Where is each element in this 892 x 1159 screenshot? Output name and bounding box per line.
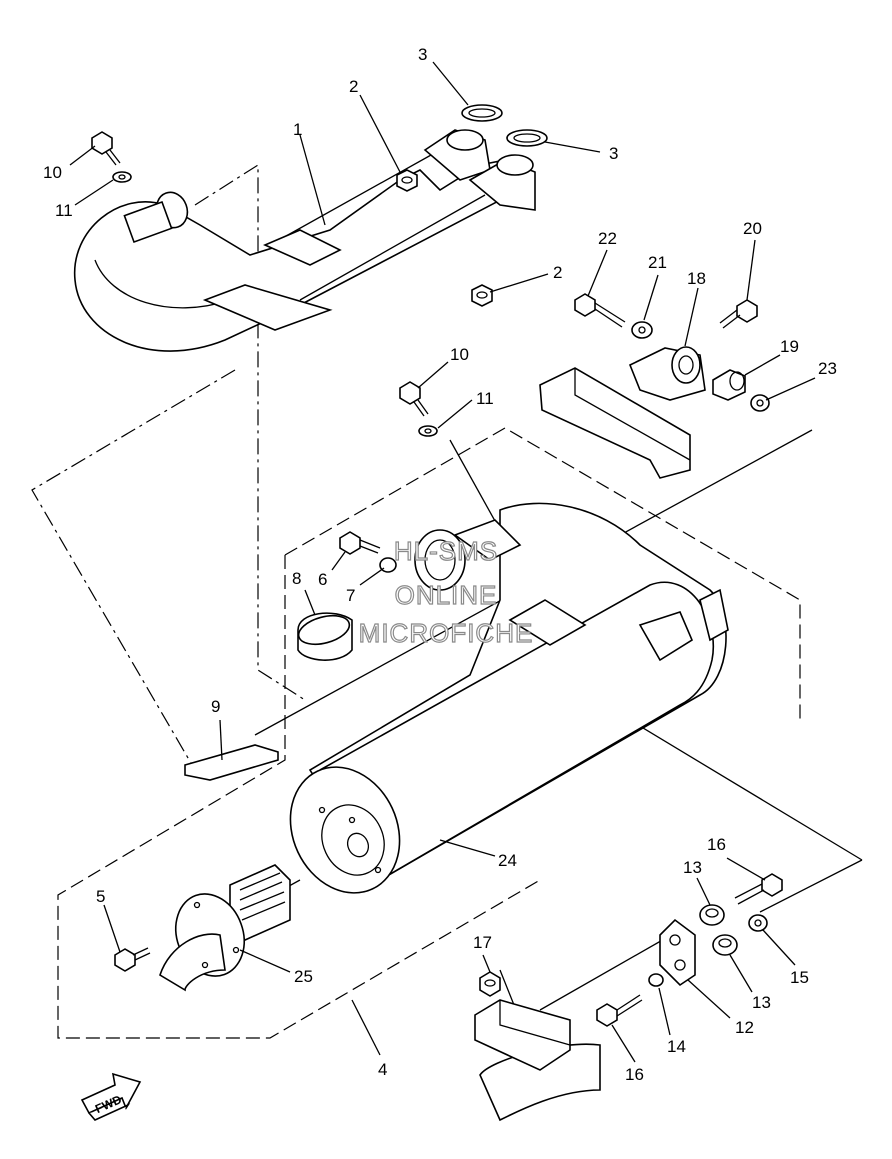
bolt-22 xyxy=(574,293,626,328)
callout-17: 17 xyxy=(473,933,492,952)
callout-4: 4 xyxy=(378,1060,387,1079)
exhaust-pipe xyxy=(73,129,536,352)
callout-labels: 1 2 2 3 3 4 5 6 7 8 9 10 10 11 11 12 13 … xyxy=(43,45,837,1084)
bolt-6 xyxy=(339,531,381,555)
assembly-outline-pipe xyxy=(194,163,306,701)
bolt-5 xyxy=(114,947,151,972)
callout-6: 6 xyxy=(318,570,327,589)
callout-14: 14 xyxy=(667,1037,686,1056)
clamp xyxy=(414,519,522,591)
callout-16: 16 xyxy=(625,1065,644,1084)
gasket-8 xyxy=(297,612,353,661)
callout-3: 3 xyxy=(418,45,427,64)
collar-13b xyxy=(712,934,738,956)
callout-20: 20 xyxy=(743,219,762,238)
callout-9: 9 xyxy=(211,697,220,716)
fwd-arrow-icon: FWD xyxy=(80,1072,142,1121)
callout-3: 3 xyxy=(609,144,618,163)
nut-2a xyxy=(396,169,418,192)
callout-24: 24 xyxy=(498,851,517,870)
bolt-10b xyxy=(399,381,429,417)
bolt-16a xyxy=(734,873,783,905)
callout-leaders xyxy=(69,61,816,1063)
callout-8: 8 xyxy=(292,569,301,588)
watermark: HL-SMS ONLINE MICROFICHE xyxy=(358,535,534,648)
callout-7: 7 xyxy=(346,586,355,605)
gasket-3b xyxy=(506,129,548,147)
muffler-24 xyxy=(289,502,729,894)
callout-5: 5 xyxy=(96,887,105,906)
callout-18: 18 xyxy=(687,269,706,288)
assembly-outline-muffler-lower xyxy=(57,555,541,1039)
bolt-20 xyxy=(719,299,758,329)
callout-13: 13 xyxy=(683,858,702,877)
callout-1: 1 xyxy=(293,120,302,139)
callout-13: 13 xyxy=(752,993,771,1012)
washer-11a xyxy=(112,171,132,183)
callout-19: 19 xyxy=(780,337,799,356)
callout-25: 25 xyxy=(294,967,313,986)
watermark-line2: ONLINE xyxy=(395,580,498,610)
washer-15 xyxy=(748,914,768,932)
assembly-outline-pipe-left xyxy=(31,369,236,771)
leader-line xyxy=(759,859,863,913)
watermark-line3: MICROFICHE xyxy=(359,618,534,648)
washer-14 xyxy=(648,973,664,987)
callout-16: 16 xyxy=(707,835,726,854)
callout-2: 2 xyxy=(553,263,562,282)
washer-21 xyxy=(631,321,653,339)
callout-11: 11 xyxy=(476,389,494,408)
watermark-line1: HL-SMS xyxy=(394,536,498,566)
callout-11: 11 xyxy=(55,201,73,220)
collar-13a xyxy=(699,904,725,926)
callout-22: 22 xyxy=(598,229,617,248)
washer-11b xyxy=(418,425,438,437)
bolt-16b xyxy=(596,994,643,1027)
nut-17 xyxy=(479,971,501,997)
callout-23: 23 xyxy=(818,359,837,378)
callout-10: 10 xyxy=(450,345,469,364)
plate-9 xyxy=(184,744,279,781)
gasket-3a xyxy=(461,104,503,122)
bracket-18 xyxy=(628,346,706,401)
bracket-12 xyxy=(659,918,696,987)
bolt-10a xyxy=(91,131,121,166)
callout-2: 2 xyxy=(349,77,358,96)
damper-19 xyxy=(712,369,746,401)
nut-2b xyxy=(471,284,493,307)
callout-12: 12 xyxy=(735,1018,754,1037)
frame-rail-lower xyxy=(474,999,601,1122)
leader-line xyxy=(539,929,681,1011)
callout-15: 15 xyxy=(790,968,809,987)
leader-line xyxy=(449,439,501,531)
callout-21: 21 xyxy=(648,253,667,272)
bracket-rail xyxy=(539,367,691,479)
collar-23 xyxy=(750,394,770,412)
assembly-outline-muffler xyxy=(284,427,801,720)
spark-arrestor-25 xyxy=(159,864,291,992)
callout-10: 10 xyxy=(43,163,62,182)
